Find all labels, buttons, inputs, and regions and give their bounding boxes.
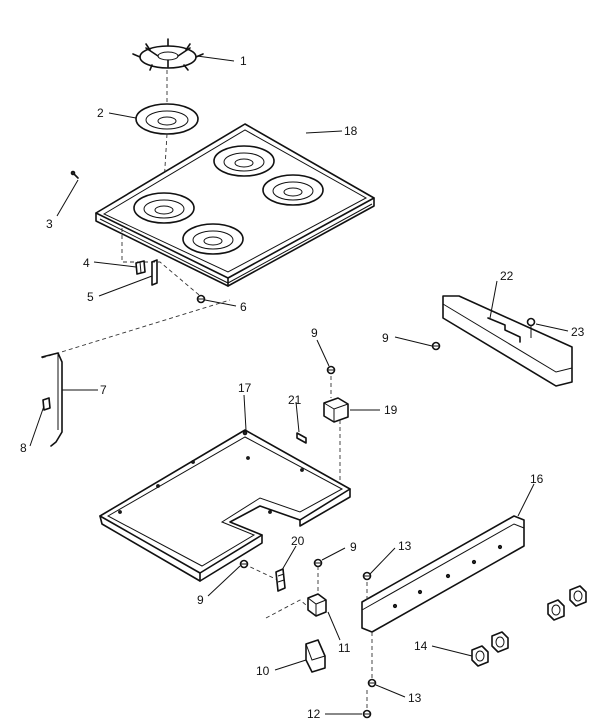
callout-2: 2	[97, 106, 104, 120]
callout-17: 17	[238, 381, 252, 395]
knobs-part-14	[471, 585, 587, 667]
block-part-10	[305, 639, 326, 673]
burner-bowl	[135, 103, 199, 135]
callout-3: 3	[46, 217, 53, 231]
callout-9-rear: 9	[382, 331, 389, 345]
callout-19: 19	[384, 403, 398, 417]
callout-9-lower-right: 9	[350, 540, 357, 554]
callout-labels: 1 2 3 4 5 6 7 8 9 9 9 9 10 11 12 13 13 1…	[20, 54, 585, 721]
callout-9-upper: 9	[311, 326, 318, 340]
control-panel-part-16	[361, 515, 525, 633]
clip-part-4	[135, 260, 146, 275]
clip-part-21	[296, 432, 307, 444]
leader-lines	[29, 55, 569, 715]
callout-21: 21	[288, 393, 302, 407]
support-rod-part-7	[41, 352, 63, 447]
screw-part-6	[196, 294, 206, 304]
callout-20: 20	[291, 534, 305, 548]
callout-4: 4	[83, 256, 90, 270]
callout-6: 6	[240, 300, 247, 314]
callout-23: 23	[571, 325, 585, 339]
bracket-part-5	[151, 259, 158, 286]
callout-14: 14	[414, 639, 428, 653]
callout-5: 5	[87, 290, 94, 304]
screw-part-23	[526, 317, 536, 338]
callout-13-lower: 13	[408, 691, 422, 705]
callout-12: 12	[307, 707, 321, 721]
screw-part-9-rear	[431, 341, 441, 351]
bracket-part-20	[275, 568, 286, 592]
callout-7: 7	[100, 383, 107, 397]
screw-part-9-lower-right	[313, 558, 323, 568]
bracket-part-11	[307, 593, 327, 617]
cooktop-main-top	[95, 123, 375, 287]
screw-part-13-lower	[367, 678, 377, 688]
burner-openings	[133, 145, 324, 255]
callout-13-upper: 13	[398, 539, 412, 553]
callout-10: 10	[256, 664, 270, 678]
callout-1: 1	[240, 54, 247, 68]
rear-panel-part-22	[442, 295, 573, 387]
bottom-pan-part-17	[99, 429, 351, 582]
screw-part-9-lower-left	[239, 559, 249, 569]
screw-part-8	[42, 397, 51, 411]
screw-part-12	[362, 709, 372, 719]
screw-part-13-upper	[362, 571, 372, 581]
callout-11: 11	[338, 641, 351, 655]
callout-8: 8	[20, 441, 27, 455]
callout-22: 22	[500, 269, 514, 283]
pin-part-3	[70, 170, 79, 179]
callout-16: 16	[530, 472, 544, 486]
bracket-part-19	[323, 397, 349, 423]
screw-part-9-upper	[326, 365, 336, 375]
callout-18: 18	[344, 124, 358, 138]
callout-9-lower-left: 9	[197, 593, 204, 607]
burner-grate	[132, 38, 204, 71]
